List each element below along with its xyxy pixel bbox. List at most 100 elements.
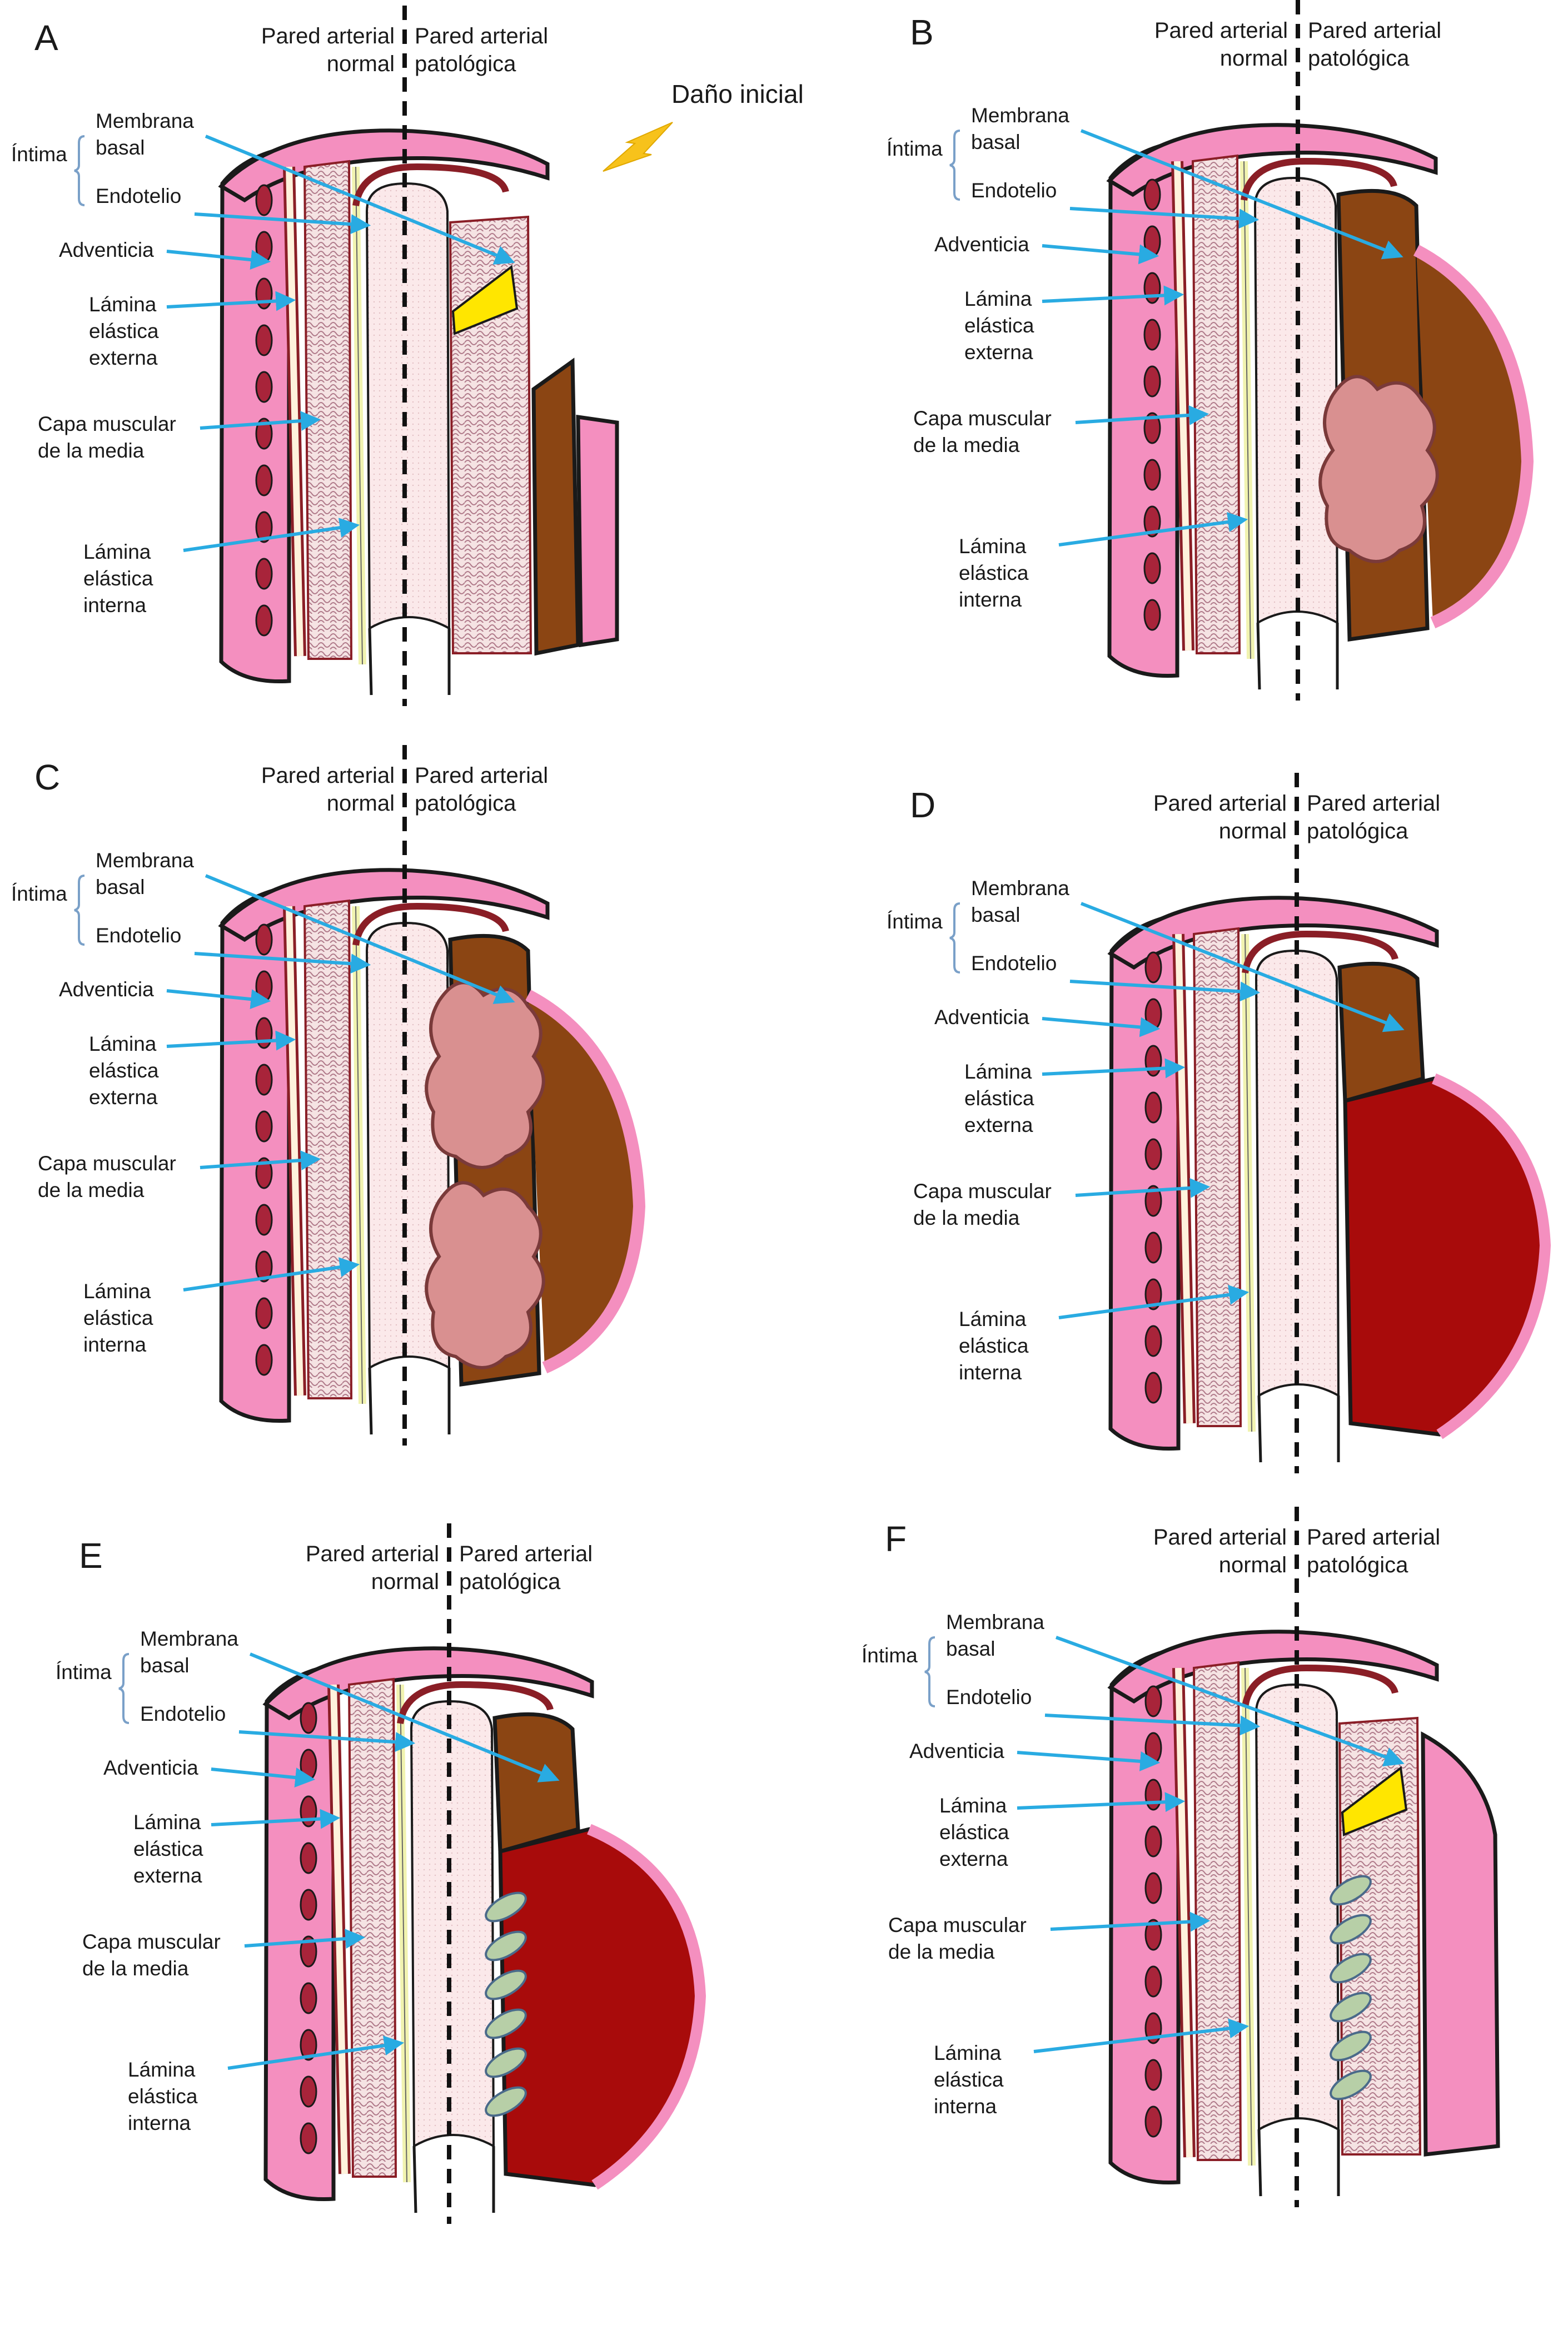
adventitia-cell [1143, 272, 1161, 304]
external-elastic-lamina-arrow [166, 291, 296, 311]
early-thrombus [531, 357, 580, 656]
adventitia-cell [1143, 178, 1161, 211]
adventitia-cell [255, 231, 273, 263]
fibroblast [485, 2008, 527, 2039]
fibroblast [1330, 2069, 1372, 2100]
intima-bracket [949, 130, 960, 201]
basal-membrane-arrow [1055, 1636, 1405, 1767]
adventitia-layer [263, 1662, 336, 2202]
adventitia-layer [1108, 1646, 1181, 2185]
media-muscle-layer-arrow [200, 1150, 321, 1171]
media-muscle-layer-label-line-2: de la media [38, 439, 145, 462]
fibroblast [1330, 1992, 1372, 2023]
pathologic-wall-label-line-1: Pared arterial [415, 24, 548, 48]
lumen [365, 921, 451, 1370]
external-elastic-lamina-label-line-3: externa [89, 1086, 158, 1109]
basal-membrane-arrow [205, 874, 515, 1004]
adventitia-arrow [211, 1767, 316, 1788]
adventitia-label: Adventicia [934, 1006, 1029, 1029]
internal-elastic-lamina-label-line-2: elástica [83, 1307, 153, 1329]
panel-letter: C [34, 757, 60, 797]
media-muscle-layer-label-line-1: Capa muscular [82, 1930, 221, 1953]
external-elastic-lamina-label-line-3: externa [89, 346, 158, 369]
adventitia-cell [255, 923, 273, 956]
media-muscle-layer [303, 899, 353, 1399]
adventitia-cell [1143, 552, 1161, 584]
external-elastic-lamina-label-line-2: elástica [133, 1838, 203, 1860]
external-elastic-lamina-label-line-1: Lámina [939, 1794, 1007, 1817]
basal-membrane-label-line-1: Membrana [971, 877, 1069, 900]
internal-elastic-lamina-arrow [183, 1257, 360, 1292]
intramural-hematoma [1343, 1076, 1547, 1437]
media-muscle-layer-label-line-1: Capa muscular [38, 413, 176, 435]
repaired-adventitia [1421, 1731, 1500, 2157]
intima-bracket [74, 135, 85, 206]
basal-membrane-label-line-1: Membrana [140, 1627, 238, 1650]
pathologic-wall-label-line-2: patológica [459, 1570, 561, 1594]
panel-letter: E [79, 1536, 103, 1576]
media-muscle-layer-label-line-1: Capa muscular [913, 407, 1052, 430]
internal-elastic-lamina-label-line-1: Lámina [959, 535, 1027, 558]
adventitia-layer [1108, 912, 1181, 1451]
adventitia-cell [1144, 1779, 1162, 1811]
pathologic-wall-label-line-1: Pared arterial [1308, 18, 1441, 43]
fibroblast [485, 1891, 527, 1923]
lumen [365, 182, 451, 630]
endothelium-label: Endotelio [96, 924, 181, 947]
normal-wall-label-line-1: Pared arterial [1153, 1525, 1287, 1550]
media-muscle-layer-arrow [1075, 1178, 1211, 1198]
external-elastic-lamina-label-line-3: externa [964, 1114, 1033, 1136]
media-muscle-layer [1192, 1661, 1242, 2161]
internal-elastic-lamina-label-line-1: Lámina [83, 1280, 151, 1303]
intima-bracket [949, 902, 960, 974]
external-elastic-lamina-label-line-2: elástica [89, 1059, 159, 1082]
external-elastic-lamina-label-line-3: externa [133, 1864, 202, 1887]
adventitia-cell [255, 511, 273, 543]
adventitia-label: Adventicia [59, 978, 154, 1001]
endothelium-layer [397, 1681, 554, 1725]
fibroblast [1330, 1875, 1372, 1906]
panel-letter: F [885, 1519, 907, 1559]
endothelium-layer [1242, 1664, 1398, 1708]
internal-elastic-lamina-arrow [227, 2035, 405, 2070]
basal-membrane-arrow [249, 1652, 560, 1782]
media-muscle-layer-arrow [1075, 405, 1209, 425]
endothelium-arrow [194, 952, 371, 974]
basal-membrane-label-line-2: basal [96, 876, 145, 898]
adventitia-cell [300, 1982, 317, 2014]
pathologic-wall-label-line-1: Pared arterial [1307, 791, 1440, 816]
panel-letter: B [910, 12, 934, 52]
media-muscle-layer-label-line-2: de la media [82, 1957, 189, 1980]
pathologic-wall-label-line-2: patológica [415, 791, 516, 816]
adventitia-cell [1144, 1231, 1162, 1264]
media-muscle-layer-arrow [200, 411, 321, 431]
adventitia-cell [1143, 505, 1161, 538]
media-muscle-layer-label-line-2: de la media [888, 1940, 995, 1963]
adventitia-cell [255, 1297, 273, 1329]
intima-label: Íntima [862, 1644, 918, 1667]
internal-elastic-lamina-label-line-2: elástica [934, 2068, 1004, 2091]
basal-membrane-arrow [205, 135, 515, 265]
adventitia-cell [1144, 2059, 1162, 2091]
internal-elastic-lamina-arrow [1058, 1284, 1250, 1319]
adventitia-label: Adventicia [909, 1740, 1004, 1762]
external-elastic-lamina-label-line-2: elástica [89, 320, 159, 342]
adventitia-arrow [166, 989, 271, 1010]
lumen [410, 1700, 495, 2148]
endothelium-arrow [1069, 207, 1260, 229]
adventitia-label: Adventicia [934, 233, 1029, 256]
external-elastic-lamina-label-line-3: externa [939, 1848, 1008, 1870]
adventitia-cell [255, 1110, 273, 1143]
external-elastic-lamina-arrow [211, 1809, 341, 1829]
internal-elastic-lamina-label-line-2: elástica [128, 2085, 198, 2108]
internal-elastic-lamina-label-line-1: Lámina [128, 2058, 196, 2081]
fibroblast [1330, 2030, 1372, 2062]
adventitia-cell [300, 1702, 317, 1734]
bulging-wall [525, 990, 646, 1374]
basal-membrane-label-line-1: Membrana [971, 104, 1069, 127]
initial-damage-label: Daño inicial [671, 80, 804, 108]
fibroblast [485, 2047, 527, 2078]
